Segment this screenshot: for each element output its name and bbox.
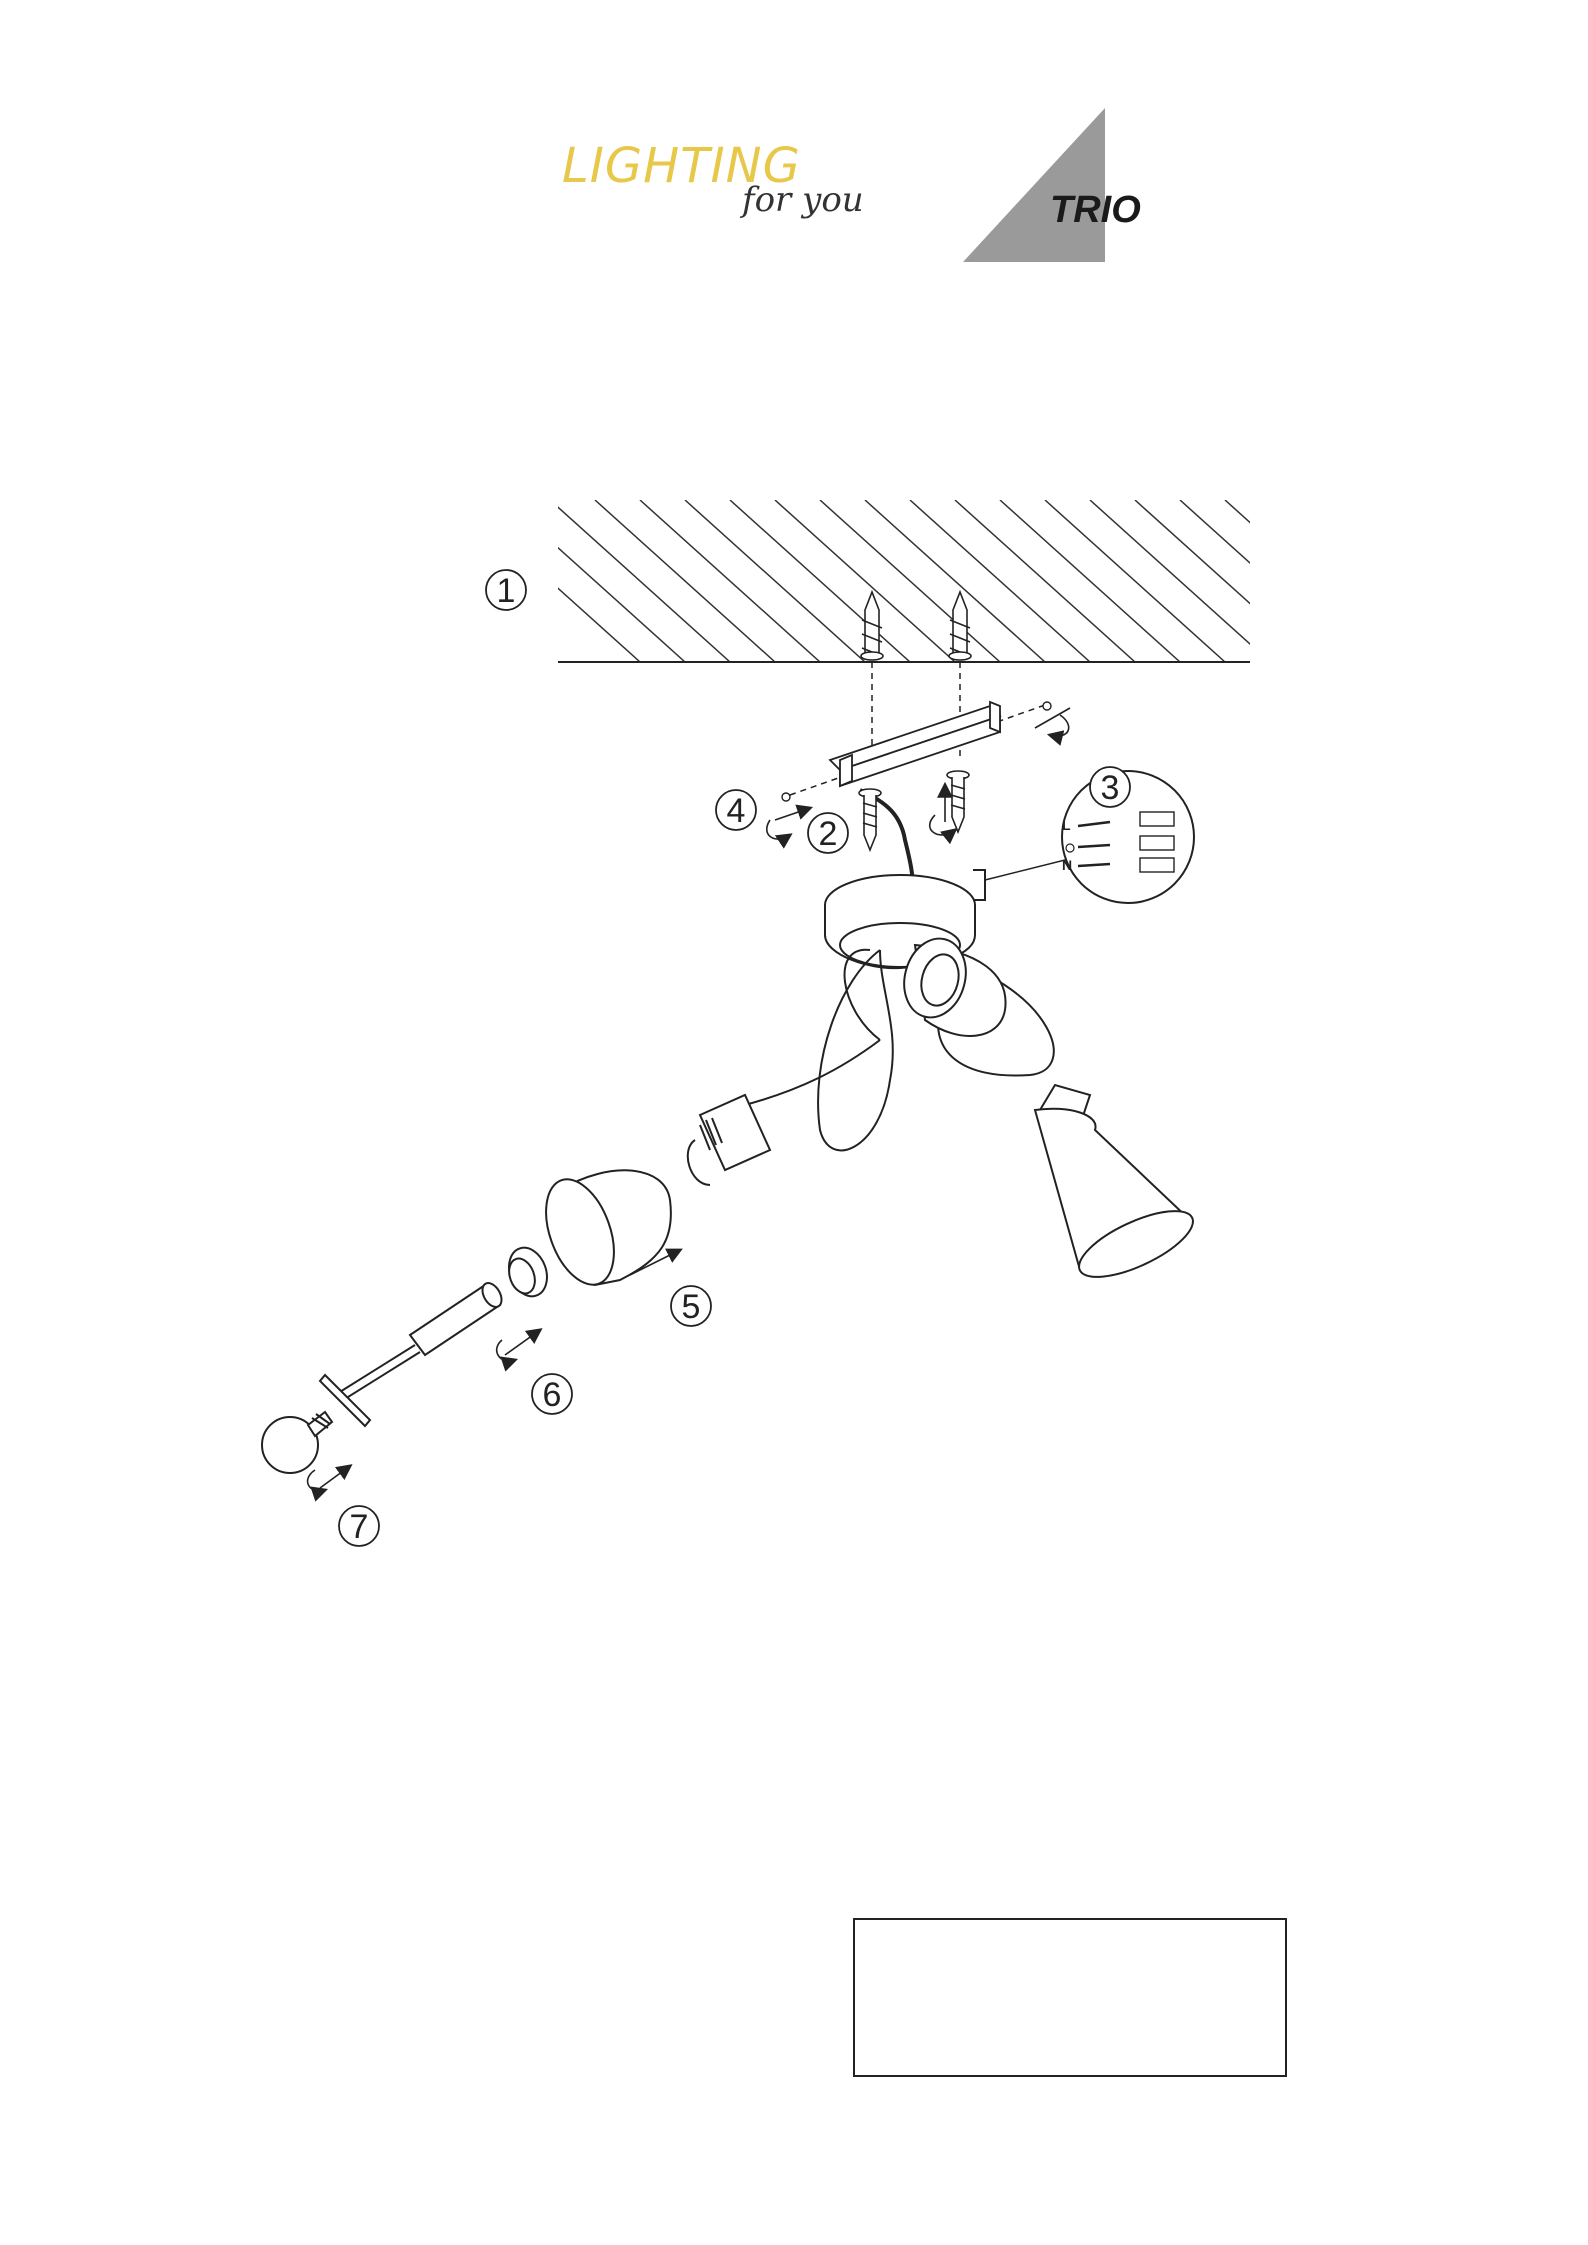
socket-tube <box>320 1280 505 1426</box>
step-3-number: 3 <box>1101 769 1120 807</box>
step-4-number: 4 <box>727 792 746 830</box>
wall-plug <box>949 592 971 660</box>
exploded-shade <box>533 1170 671 1294</box>
step-3-marker: 3 <box>1090 767 1130 807</box>
step-5-marker: 5 <box>671 1286 711 1326</box>
step-2-marker: 2 <box>808 813 848 853</box>
threaded-ring <box>688 1140 710 1185</box>
step6-arrow <box>505 1330 540 1355</box>
wall-plug <box>861 592 883 660</box>
mounting-bracket <box>830 702 1000 786</box>
screw <box>947 771 969 832</box>
step-1-marker: 1 <box>486 570 526 610</box>
lamp-arms <box>745 950 1054 1151</box>
canopy-slot <box>973 870 985 900</box>
step-4-marker: 4 <box>716 790 756 830</box>
step-6-number: 6 <box>543 1376 562 1414</box>
terminal-n-label: N <box>1062 857 1072 873</box>
step-1-number: 1 <box>497 572 516 610</box>
light-bulb <box>262 1412 332 1473</box>
terminal-l-label: L <box>1062 817 1071 833</box>
step-6-marker: 6 <box>532 1374 572 1414</box>
step-7-marker: 7 <box>339 1506 379 1546</box>
step7-rotate-arrow <box>308 1470 325 1491</box>
step4-arrow <box>775 808 810 820</box>
right-shade <box>1035 1085 1201 1290</box>
ceiling-hatching <box>460 500 1405 662</box>
empty-label-box <box>853 1918 1287 2077</box>
guide-lines <box>790 662 1045 795</box>
step7-arrow <box>320 1466 350 1488</box>
step-2-number: 2 <box>819 815 838 853</box>
shade-ring <box>503 1242 554 1301</box>
step-7-number: 7 <box>350 1508 369 1546</box>
step-5-number: 5 <box>682 1288 701 1326</box>
lamp-socket <box>700 1095 770 1170</box>
